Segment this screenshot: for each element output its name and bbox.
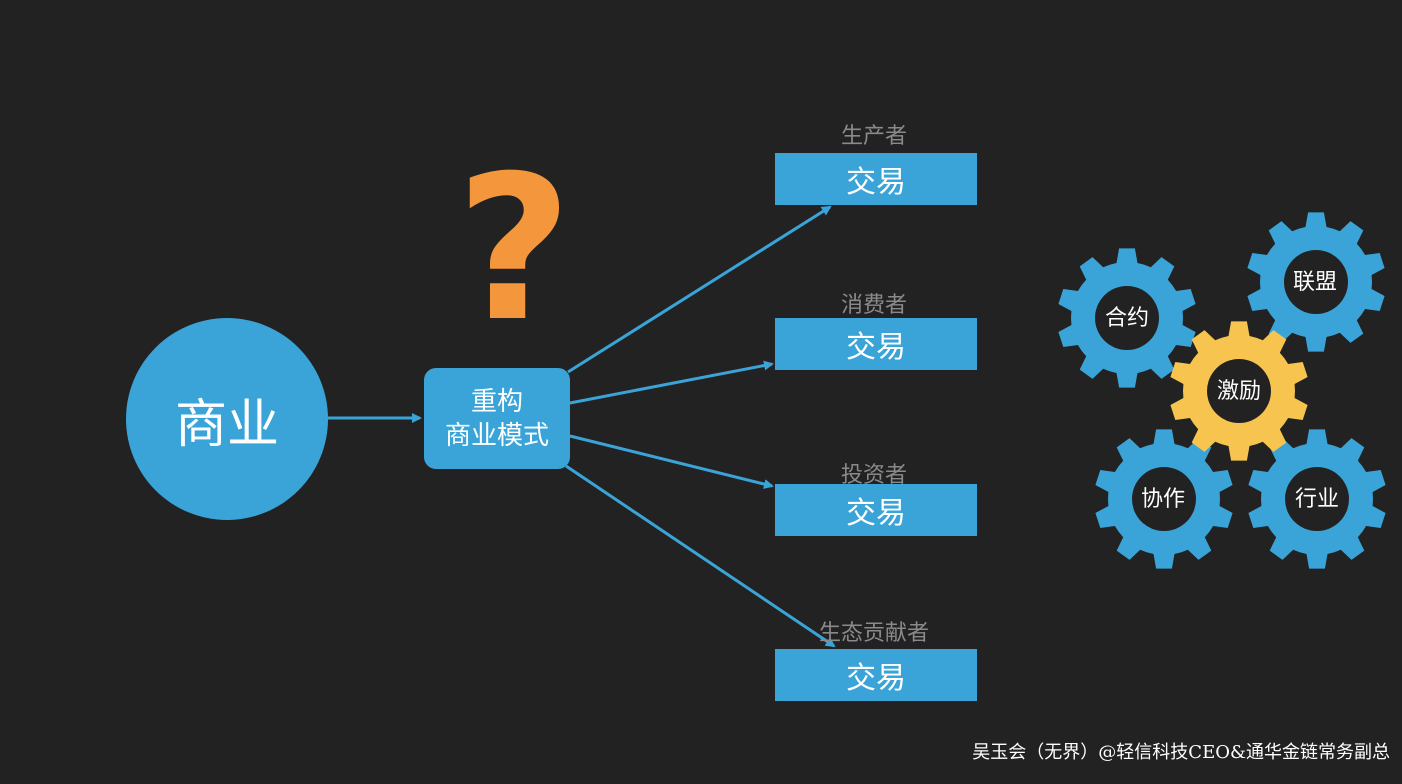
gear-label-industry: 行业 [1294, 487, 1339, 512]
gear-hub [1284, 250, 1348, 314]
gear-label-contract: 合约 [1104, 306, 1149, 331]
gear-label-collaboration: 协作 [1140, 487, 1185, 512]
arrow-to-consumer [569, 360, 774, 405]
business-label: 商业 [174, 394, 279, 455]
role-label-investor: 投资者 [840, 463, 907, 488]
rebuild-label-line2: 商业模式 [444, 420, 549, 451]
trade-box-investor: 交易 [775, 484, 977, 536]
gear-label-alliance: 联盟 [1292, 270, 1337, 295]
question-mark-icon: ? [456, 133, 573, 366]
role-label-contributor: 生态贡献者 [818, 621, 929, 646]
gear-incentive-icon [1170, 321, 1308, 461]
gear-collaboration-icon [1095, 429, 1233, 569]
arrow-to-investor [569, 434, 774, 489]
gear-label-incentive: 激励 [1216, 379, 1261, 404]
rebuild-label-line1: 重构 [470, 386, 523, 417]
gear-hub [1132, 467, 1196, 531]
role-label-consumer: 消费者 [840, 293, 907, 318]
rebuild-model-box: 重构 商业模式 [424, 368, 570, 469]
business-circle: 商业 [126, 318, 328, 520]
trade-box-contributor: 交易 [775, 649, 977, 701]
gear-alliance-icon [1247, 212, 1385, 352]
role-label-producer: 生产者 [840, 124, 907, 149]
arrow-to-contributor [565, 464, 836, 648]
trade-box-producer: 交易 [775, 153, 977, 205]
trade-box-consumer: 交易 [775, 318, 977, 370]
gear-hub [1095, 286, 1159, 350]
gear-hub [1285, 467, 1349, 531]
gear-hub [1207, 359, 1271, 423]
gear-industry-icon [1248, 429, 1386, 569]
gear-contract-icon [1058, 248, 1196, 388]
arrow-to-producer [567, 205, 832, 374]
author-credit: 吴玉会（无界）@轻信科技CEO&通华金链常务副总 [972, 742, 1390, 763]
